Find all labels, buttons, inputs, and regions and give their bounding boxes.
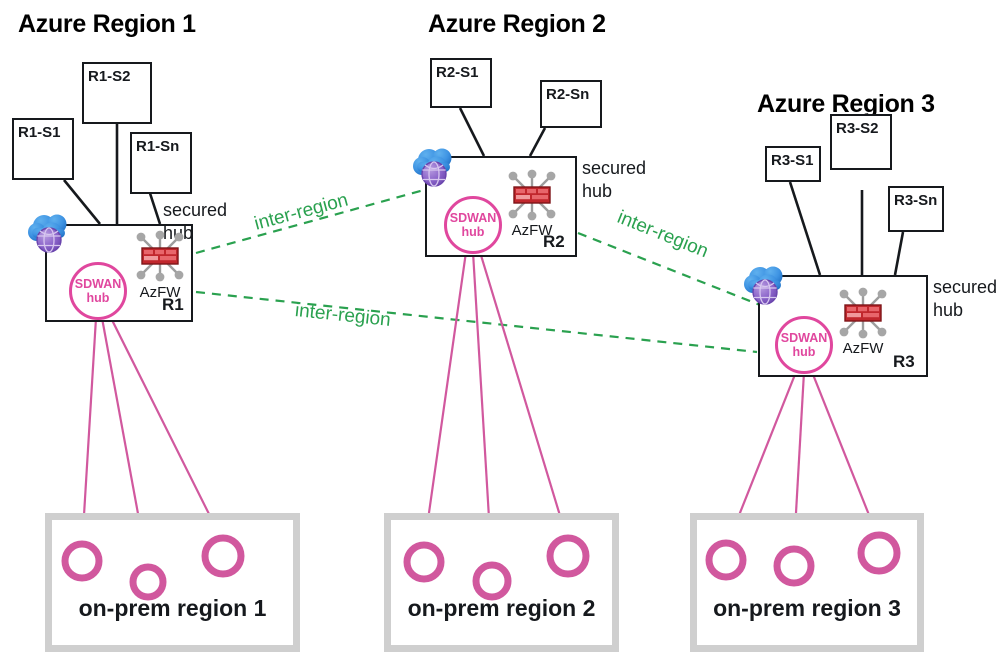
spoke-box-r3-s2[interactable]: R3-S2 (830, 114, 892, 170)
azfw-label-r2: AzFW (511, 222, 553, 239)
inter-region-links (195, 188, 761, 354)
region-title-2: Azure Region 2 (428, 10, 606, 38)
spoke-box-r3-s1[interactable]: R3-S1 (765, 146, 821, 182)
sdwan-hub-r3[interactable]: SDWAN hub (775, 316, 833, 374)
onprem-site-ring-icon (773, 545, 815, 587)
spoke-label: R3-S2 (836, 120, 879, 137)
sdwan-label-line2: hub (86, 291, 110, 305)
spoke-box-r1-s2[interactable]: R1-S2 (82, 62, 152, 124)
onprem-box-2[interactable] (384, 513, 619, 652)
inter-region-link-r2-r3 (577, 231, 761, 307)
cloud-globe-icon (413, 148, 452, 187)
spoke-label: R2-Sn (546, 86, 590, 103)
sdwan-label-line1: SDWAN (449, 210, 497, 225)
sdwan-label-line2: hub (792, 345, 816, 359)
sdwan-hub-r1[interactable]: SDWAN hub (69, 262, 127, 320)
spoke-label: R1-S2 (88, 68, 131, 85)
spoke-label: R2-S1 (436, 64, 479, 81)
spoke-box-r3-sn[interactable]: R3-Sn (888, 186, 944, 232)
onprem-site-ring-icon (705, 539, 747, 581)
onprem-site-ring-icon (129, 563, 167, 601)
onprem-sites-2 (403, 534, 590, 601)
hub-id-r2: R2 (543, 232, 565, 251)
onprem-site-ring-icon (546, 534, 590, 578)
azfw-label-r1: AzFW (139, 284, 181, 301)
onprem-sites-1 (61, 534, 245, 601)
onprem-site-ring-icon (472, 561, 512, 601)
spoke-label: R1-S1 (18, 124, 61, 141)
onprem-site-ring-icon (201, 534, 245, 578)
sdwan-label-line2: hub (461, 225, 485, 239)
onprem-site-ring-icon (61, 540, 103, 582)
spoke-box-r1-s1[interactable]: R1-S1 (12, 118, 74, 180)
hub-id-r3: R3 (893, 352, 915, 371)
spoke-label: R1-Sn (136, 138, 180, 155)
secured-hub-label-line1: secured (163, 200, 228, 220)
spoke-label: R3-S1 (771, 152, 814, 169)
sdwan-label-line1: SDWAN (780, 330, 828, 345)
sdwan-label-line1: SDWAN (74, 276, 122, 291)
inter-region-link-r1-r3 (195, 290, 758, 354)
secured-hub-label-r3: secured hub (933, 276, 997, 322)
secured-hub-label-r2: secured hub (582, 157, 646, 203)
onprem-site-ring-icon (857, 531, 901, 575)
spoke-links-region-3 (788, 181, 905, 276)
onprem-sites-3 (705, 531, 901, 587)
cloud-globe-icon (744, 266, 783, 305)
azfw-label-r3: AzFW (842, 340, 884, 357)
onprem-label-1: on-prem region 1 (78, 595, 267, 621)
azure-firewall-icon (508, 169, 556, 221)
hub-id-r1: R1 (162, 295, 184, 314)
region-title-1: Azure Region 1 (18, 10, 196, 38)
azure-firewall-icon (839, 287, 887, 339)
secured-hub-label-line1: secured (582, 158, 647, 178)
spoke-box-r2-s1[interactable]: R2-S1 (430, 58, 492, 108)
spoke-label: R3-Sn (894, 192, 938, 209)
onprem-box-3[interactable] (690, 513, 924, 652)
spoke-box-r1-sn[interactable]: R1-Sn (130, 132, 192, 194)
onprem-site-ring-icon (403, 541, 445, 583)
azure-firewall-icon (136, 230, 184, 282)
onprem-label-2: on-prem region 2 (407, 595, 596, 621)
cloud-globe-icon (28, 214, 67, 253)
secured-hub-label-line1: secured (933, 277, 998, 297)
onprem-box-1[interactable] (45, 513, 300, 652)
region-title-3: Azure Region 3 (757, 90, 935, 118)
secured-hub-label-line2: hub (582, 181, 613, 202)
sdwan-hub-r2[interactable]: SDWAN hub (444, 196, 502, 254)
inter-region-link-r1-r2 (195, 188, 425, 255)
spoke-box-r2-sn[interactable]: R2-Sn (540, 80, 602, 128)
onprem-label-3: on-prem region 3 (713, 595, 901, 621)
spoke-links-region-2 (458, 107, 547, 157)
secured-hub-label-line2: hub (933, 300, 964, 321)
